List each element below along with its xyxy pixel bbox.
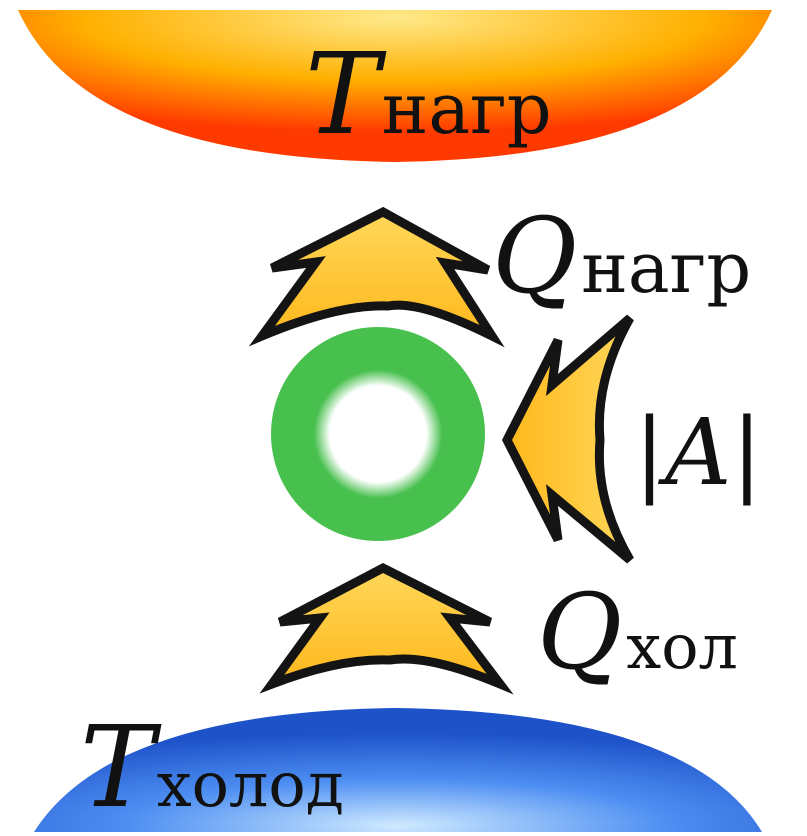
hot-temp-subscript: нагр (382, 68, 552, 150)
heat-to-hot-arrow (262, 212, 492, 336)
hot-reservoir: Tнагр (18, 10, 772, 162)
hot-temp-symbol: T (305, 30, 387, 160)
work-arrow (507, 318, 630, 560)
heat-from-cold-symbol: Q (537, 571, 622, 693)
cold-temp-symbol: T (80, 703, 162, 833)
heat-from-cold-label: Qхол (537, 571, 738, 693)
cold-reservoir: Tхолод (34, 703, 762, 833)
heat-from-cold-subscript: хол (626, 610, 738, 683)
work-label: |A| (634, 399, 762, 506)
heat-to-hot-symbol: Q (492, 195, 577, 317)
cold-temp-subscript: холод (157, 748, 344, 821)
engine-circle (271, 327, 485, 541)
heat-to-hot-label: Qнагр (492, 195, 751, 317)
heat-to-hot-subscript: нагр (581, 227, 751, 309)
heat-from-cold-arrow (272, 568, 500, 684)
